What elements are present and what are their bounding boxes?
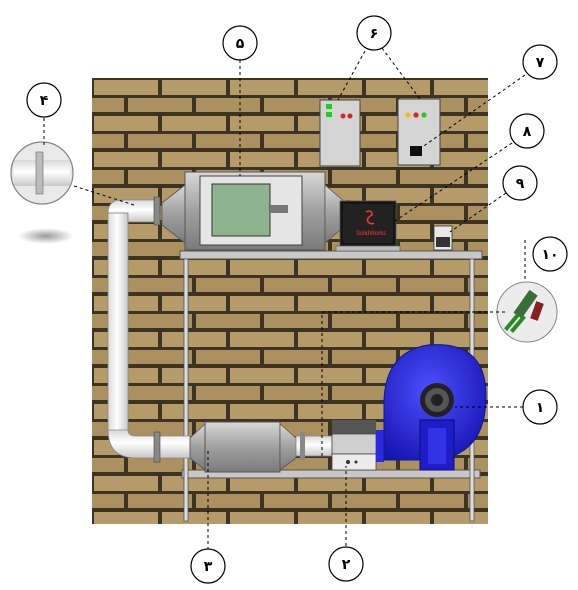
control-panel-left — [320, 100, 360, 166]
callout-label: ۲ — [342, 557, 351, 573]
laptop: SolidWorks — [336, 201, 400, 251]
callout-1: ۱ — [523, 390, 557, 424]
callout-4: ۴ — [27, 83, 61, 117]
control-panel-right — [398, 99, 440, 165]
callout-label: ۷ — [536, 55, 545, 71]
callout-3: ۳ — [191, 549, 225, 583]
callout-label: ۸ — [523, 124, 532, 140]
callout-label: ۳ — [204, 559, 213, 575]
callout-10: ۱۰ — [533, 237, 567, 271]
callout-label: ۱ — [536, 400, 545, 416]
callout-2: ۲ — [329, 547, 363, 581]
callout-5: ۵ — [223, 26, 257, 60]
callout-6: ۶ — [357, 16, 391, 50]
callout-label: ۴ — [40, 93, 49, 109]
upper-treatment-chamber — [162, 172, 351, 250]
callout-label: ۹ — [516, 176, 525, 192]
laptop-screen-text: SolidWorks — [356, 231, 386, 237]
magnified-pipe-joint — [11, 142, 74, 244]
small-device — [434, 226, 452, 250]
callout-label: ۵ — [236, 36, 245, 52]
callout-label: ۱۰ — [541, 247, 558, 263]
magnified-sensor — [497, 282, 557, 342]
callout-7: ۷ — [523, 45, 557, 79]
callout-label: ۶ — [370, 26, 379, 42]
callout-9: ۹ — [503, 166, 537, 200]
callout-8: ۸ — [510, 114, 544, 148]
